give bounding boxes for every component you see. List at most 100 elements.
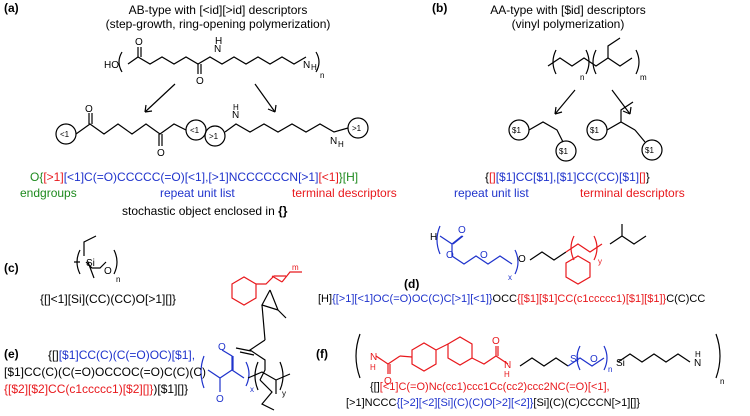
panel-label-a: (a) (4, 1, 19, 15)
y-subscript-d: y (598, 257, 602, 266)
smiles-b-open: { (485, 170, 490, 184)
desc-s1b: $1 (559, 147, 568, 156)
n-atom-frag1: N (232, 110, 239, 121)
smiles-b-term2: [] (639, 170, 646, 184)
panel-label-f: (f) (316, 347, 328, 361)
o-atom-d2: O (446, 250, 454, 261)
panel-a-title-line1: AB-type with [<id][>id] descriptors (128, 3, 308, 17)
n-atom-f1: N (370, 352, 377, 363)
polyolefin-structure (547, 37, 640, 75)
desc-s1d: $1 (645, 146, 654, 155)
smiles-b-close: } (645, 170, 650, 184)
smiles-f-head: [>1]NCCC (346, 397, 397, 409)
o-atom-d3: O (480, 250, 488, 261)
panel-label-c: (c) (4, 261, 19, 275)
smiles-e-close: )[$1][]} (153, 382, 189, 396)
desc-lt1-right: <1 (190, 126, 200, 135)
nylon-monomer-structure (118, 47, 320, 74)
panel-a-title-line2: (step-growth, ring-opening polymerizatio… (105, 17, 331, 31)
o-atom-d4: O (518, 254, 526, 265)
h-atom-f2: H (504, 370, 510, 379)
o-atom-f2: O (492, 336, 500, 347)
smiles-b-term1: [] (489, 170, 496, 184)
o-atom-1: O (135, 37, 143, 48)
o-atom-c: O (104, 266, 112, 277)
x-subscript-e: x (250, 385, 254, 394)
o-atom-e2: O (216, 394, 224, 405)
panel-b-smiles: {[][$1]CC[$1],[$1]CC(CC)[$1][]} (485, 171, 650, 184)
n-atom-frag2: N (330, 136, 337, 147)
panel-label-e: (e) (4, 347, 19, 361)
butene-fragment (586, 101, 663, 161)
smiles-d-mid: OCC (492, 293, 517, 305)
repeat-unit-label-b: repeat unit list (454, 186, 529, 200)
smiles-d-red: {[$1][$1]CC(c1ccccc1)[$1][$1]} (517, 293, 667, 305)
h-atom-a: H (215, 36, 222, 47)
polysiloxane-structure (74, 235, 118, 279)
smiles-f-tail: [Si](C)(C)CCCN[>1][]} (533, 397, 641, 409)
arrow-b-right (611, 89, 631, 115)
desc-s1a: $1 (512, 126, 521, 135)
smiles-a-term1: [>1] (43, 170, 64, 184)
m-subscript-d: m (292, 263, 299, 272)
smiles-e-open: {[] (48, 348, 59, 362)
polystyrene-branch-structure (231, 271, 302, 411)
endgroups-label: endgroups (20, 186, 77, 200)
stochastic-text: stochastic object enclosed in (122, 204, 275, 218)
arrow-left (144, 83, 176, 113)
y-subscript-e: y (282, 389, 286, 398)
diacid-fragment (55, 113, 207, 146)
smiles-d-head: [H] (318, 293, 333, 305)
h-atom-d: H (430, 232, 437, 243)
n-atom-a: N (214, 44, 221, 55)
smiles-a-close: }[H] (338, 170, 359, 184)
panel-b-title-line2: (vinyl polymerization) (511, 17, 625, 31)
h-atom-frag1: H (233, 103, 239, 112)
si-atom-f1: Si (570, 354, 579, 365)
block-copolymer-structure (436, 224, 647, 285)
ethylene-fragment (508, 119, 577, 162)
smiles-e-blue: [$1]CC(C)(C(=O)OC)[$1], (58, 348, 196, 362)
polyurea-siloxane-structure (355, 333, 721, 379)
o-atom-e1: O (218, 342, 226, 353)
arrow-right (254, 83, 276, 113)
desc-s1c: $1 (590, 126, 599, 135)
h-atom-f1: H (370, 363, 376, 372)
graft-polymer-structure (200, 349, 291, 394)
n-subscript-b: n (580, 73, 584, 82)
panel-e-smiles-line2: [$1]CC(C)(C(=O)OCCOC(=O)C(C)(C) (4, 365, 206, 379)
n-atom-a2: N (303, 60, 310, 71)
panel-e-smiles-line1: {[][$1]CC(C)(C(=O)OC)[$1], (48, 349, 195, 362)
panel-b-title-line1: AA-type with [$id] descriptors (490, 3, 646, 17)
stochastic-note: stochastic object enclosed in {} (122, 205, 287, 218)
o-atom-f1: O (384, 376, 392, 387)
panel-a-smiles: O{[>1][<1]C(=O)CCCCC(=O)[<1],[>1]NCCCCCC… (30, 171, 358, 184)
smiles-d-blue: {[>1][<1]OC(=O)OC(C)C[>1][<1]} (332, 293, 493, 305)
stochastic-braces: {} (278, 204, 288, 218)
smiles-a-repeat: [<1]C(=O)CCCCC(=O)[<1],[>1]NCCCCCCN[>1] (63, 170, 319, 184)
smiles-f-open: {[] (370, 381, 380, 393)
smiles-e-red: {[$2][$2]CC(c1ccccc1)[$2][]} (4, 382, 154, 396)
panel-e-smiles-line3: {[$2][$2]CC(c1ccccc1)[$2][]})[$1][]} (4, 383, 188, 396)
n-atom-f3: N (694, 358, 701, 369)
h-atom-frag2: H (338, 140, 344, 149)
arrow-b-left (554, 89, 576, 115)
smiles-b-repeat: [$1]CC[$1],[$1]CC(CC)[$1] (495, 170, 640, 184)
smiles-a-open: O{ (30, 170, 44, 184)
terminal-label-a: terminal descriptors (292, 186, 397, 200)
panel-f-smiles-line1: {[][<1]C(=O)Nc(cc1)ccc1Cc(cc2)ccc2NC(=O)… (370, 381, 610, 394)
h-atom-f3: H (695, 350, 701, 359)
smiles-a-term2: [<1] (318, 170, 339, 184)
o-atom-3: O (85, 104, 93, 115)
smiles-f-blue: {[>2][<2][Si](C)(C)O[>2][<2]} (396, 397, 534, 409)
o-atom-4: O (157, 148, 165, 159)
desc-gt1-left: >1 (209, 132, 219, 141)
smiles-f-red: [<1]C(=O)Nc(cc1)ccc1Cc(cc2)ccc2NC(=O)[<1… (379, 381, 610, 393)
m-subscript-b: m (640, 73, 647, 82)
o-atom-2: O (196, 76, 204, 87)
o-atom-f3: O (590, 354, 598, 365)
panel-f-smiles-line2: [>1]NCCC{[>2][<2][Si](C)(C)O[>2][<2]}[Si… (346, 397, 640, 410)
n-subscript-c: n (116, 275, 120, 284)
panel-label-d: (d) (404, 277, 420, 291)
